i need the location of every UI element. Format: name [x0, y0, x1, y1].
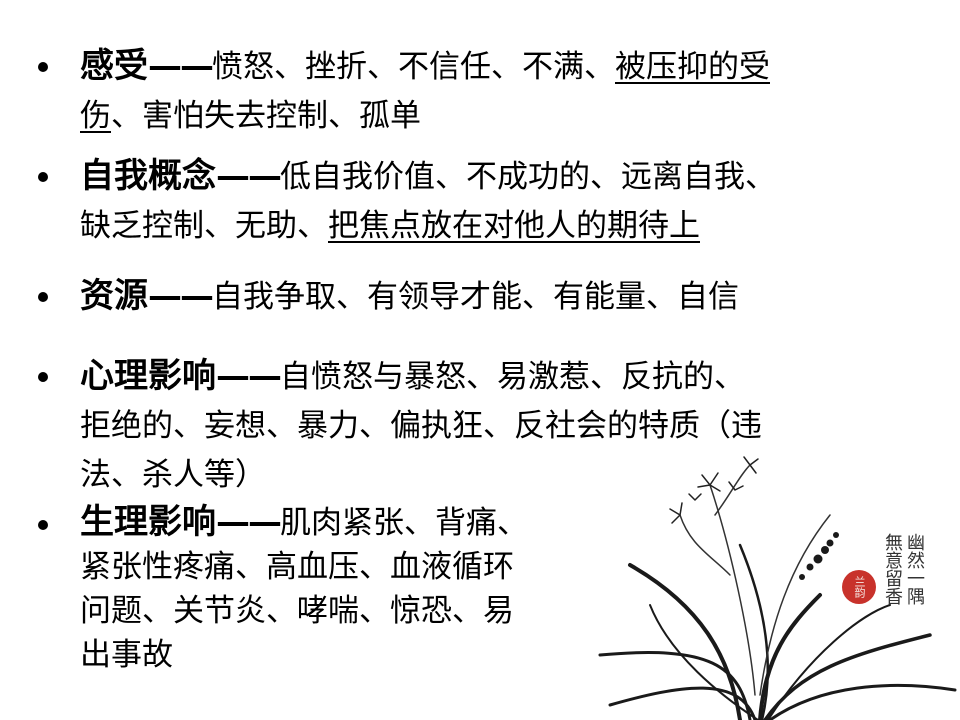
orchid-stems — [679, 464, 831, 696]
item-text: 生理影响——肌肉紧张、背痛、 紧张性疼痛、高血压、血液循环 问题、关节炎、哮喘、… — [80, 500, 528, 677]
line: 伤、害怕失去控制、孤单 — [80, 92, 770, 141]
description-text: 肌肉紧张、背痛、 — [280, 505, 528, 541]
bullet-item-psychological-impact: 心理影响——自愤怒与暴怒、易激惹、反抗的、 拒绝的、妄想、暴力、偏执狂、反社会的… — [38, 352, 938, 502]
description-text: 出事故 — [80, 637, 173, 673]
description-text: 、害怕失去控制、孤单 — [111, 98, 421, 134]
line: 拒绝的、妄想、暴力、偏执狂、反社会的特质（违 — [80, 402, 762, 451]
underlined-text: 伤 — [80, 98, 111, 134]
description-text: 自我争取、有领导才能、有能量、自信 — [212, 279, 739, 315]
poem-column-2: 無意留香 — [882, 533, 903, 605]
bullet-dot — [38, 520, 48, 530]
dash: —— — [148, 276, 214, 316]
line: 出事故 — [80, 633, 528, 677]
description-text: 问题、关节炎、哮喘、惊恐、易 — [80, 593, 514, 629]
description-text: 法、杀人等） — [80, 457, 266, 493]
line: 自我概念——低自我价值、不成功的、远离自我、 — [80, 152, 776, 202]
bullet-item-physiological-impact: 生理影响——肌肉紧张、背痛、 紧张性疼痛、高血压、血液循环 问题、关节炎、哮喘、… — [38, 500, 598, 700]
item-text: 心理影响——自愤怒与暴怒、易激惹、反抗的、 拒绝的、妄想、暴力、偏执狂、反社会的… — [80, 352, 762, 500]
description-text: 自愤怒与暴怒、易激惹、反抗的、 — [280, 359, 745, 395]
orchid-buds — [799, 532, 839, 580]
poem-column-1: 幽然一隅 — [904, 533, 925, 605]
dash: —— — [148, 46, 214, 86]
bullet-dot — [38, 292, 48, 302]
line: 生理影响——肌肉紧张、背痛、 — [80, 500, 528, 545]
description-text: 低自我价值、不成功的、远离自我、 — [280, 159, 776, 195]
line: 法、杀人等） — [80, 451, 762, 500]
orchid-leaves — [598, 543, 957, 720]
term-label: 心理影响 — [80, 356, 216, 396]
line: 缺乏控制、无助、把焦点放在对他人的期待上 — [80, 202, 776, 251]
item-text: 自我概念——低自我价值、不成功的、远离自我、 缺乏控制、无助、把焦点放在对他人的… — [80, 152, 776, 251]
description-text: 紧张性疼痛、高血压、血液循环 — [80, 549, 514, 585]
red-seal-stamp: 兰韵 — [842, 570, 876, 604]
dash: —— — [216, 156, 282, 196]
line: 感受——愤怒、挫折、不信任、不满、被压抑的受 — [80, 42, 770, 92]
bullet-item-feelings: 感受——愤怒、挫折、不信任、不满、被压抑的受 伤、害怕失去控制、孤单 — [38, 42, 938, 142]
description-text: 愤怒、挫折、不信任、不满、 — [212, 49, 615, 85]
item-text: 感受——愤怒、挫折、不信任、不满、被压抑的受 伤、害怕失去控制、孤单 — [80, 42, 770, 141]
line: 紧张性疼痛、高血压、血液循环 — [80, 545, 528, 589]
dash: —— — [216, 502, 282, 542]
term-label: 资源 — [80, 276, 148, 316]
description-text: 缺乏控制、无助、 — [80, 208, 328, 244]
item-text: 资源——自我争取、有领导才能、有能量、自信 — [80, 272, 739, 322]
bullet-dot — [38, 172, 48, 182]
term-label: 自我概念 — [80, 156, 216, 196]
underlined-text: 被压抑的受 — [615, 49, 770, 85]
line: 问题、关节炎、哮喘、惊恐、易 — [80, 589, 528, 633]
bullet-dot — [38, 62, 48, 72]
bullet-item-self-concept: 自我概念——低自我价值、不成功的、远离自我、 缺乏控制、无助、把焦点放在对他人的… — [38, 152, 938, 252]
dash: —— — [216, 356, 282, 396]
description-text: 拒绝的、妄想、暴力、偏执狂、反社会的特质（违 — [80, 408, 762, 444]
line: 心理影响——自愤怒与暴怒、易激惹、反抗的、 — [80, 352, 762, 402]
orchid-painting-illustration — [598, 456, 957, 720]
underlined-text: 把焦点放在对他人的期待上 — [328, 208, 700, 244]
term-label: 感受 — [80, 46, 148, 86]
orchid-flowers — [669, 456, 759, 524]
bullet-item-resources: 资源——自我争取、有领导才能、有能量、自信 — [38, 272, 938, 322]
line: 资源——自我争取、有领导才能、有能量、自信 — [80, 272, 739, 322]
bullet-dot — [38, 372, 48, 382]
term-label: 生理影响 — [80, 502, 216, 542]
